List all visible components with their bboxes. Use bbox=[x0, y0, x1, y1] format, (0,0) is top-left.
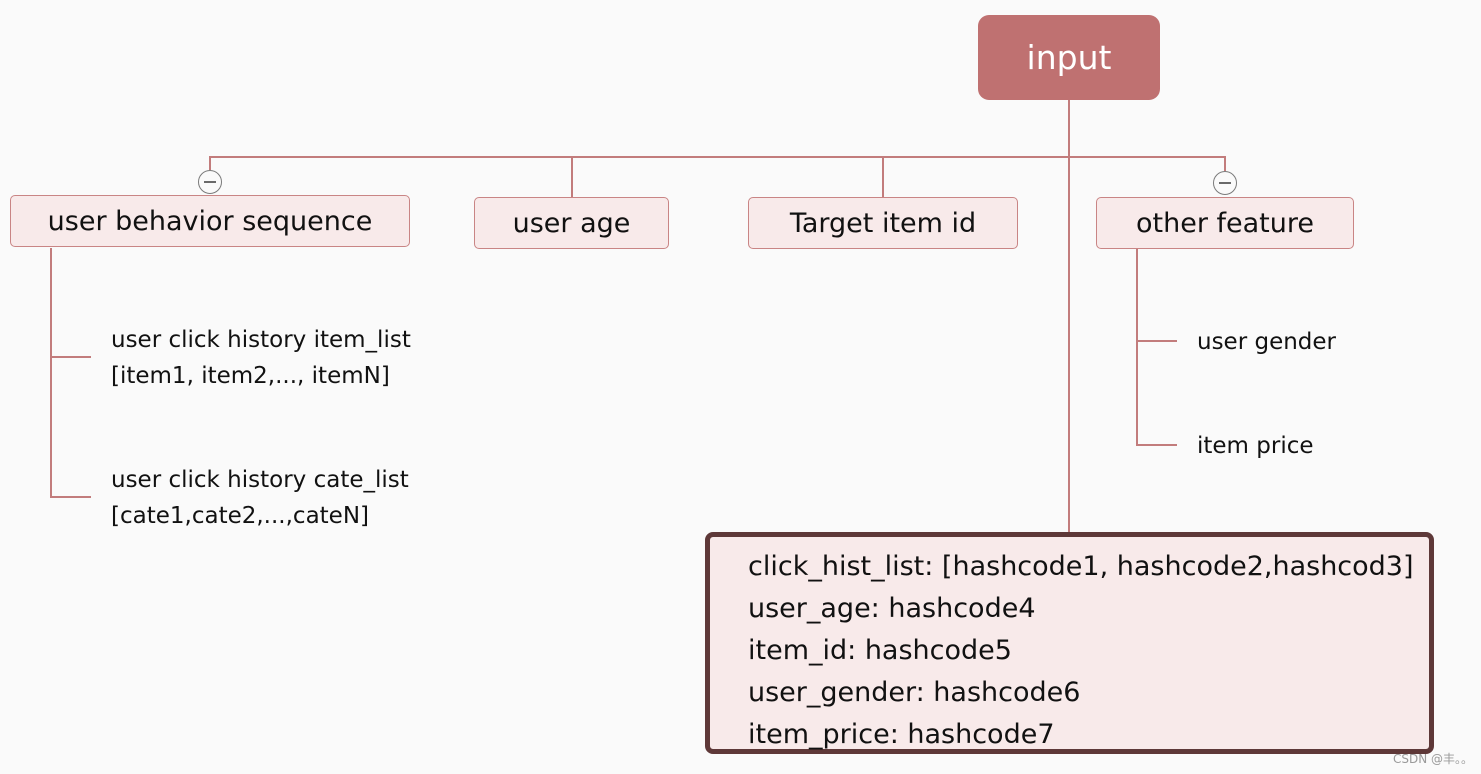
collapse-toggle-other-feature-icon[interactable] bbox=[1213, 171, 1237, 195]
connector-user-behavior bbox=[209, 156, 211, 170]
topic-label: Target item id bbox=[789, 207, 977, 239]
result-line: click_hist_list: [hashcode1, hashcode2,h… bbox=[748, 551, 1414, 582]
topic-target-item-id[interactable]: Target item id bbox=[748, 197, 1018, 249]
connector-result bbox=[1068, 157, 1070, 534]
root-node-input[interactable]: input bbox=[978, 15, 1160, 100]
topic-user-behavior-sequence[interactable]: user behavior sequence bbox=[10, 195, 410, 247]
credit-watermark: CSDN @丰。。 bbox=[1392, 752, 1473, 766]
topic-other-feature[interactable]: other feature bbox=[1096, 197, 1354, 249]
subtopic-user-gender[interactable]: user gender bbox=[1197, 324, 1336, 360]
result-line: item_id: hashcode5 bbox=[748, 635, 1012, 666]
subtopic-line: user click history cate_list bbox=[111, 467, 409, 493]
root-stem bbox=[1068, 100, 1070, 157]
topic-label: user age bbox=[512, 207, 631, 239]
subtopic-line: item price bbox=[1197, 433, 1314, 459]
result-line: user_gender: hashcode6 bbox=[748, 677, 1081, 708]
topic-label: other feature bbox=[1136, 207, 1314, 239]
user-behavior-branch-item bbox=[50, 356, 91, 358]
connector-target-item bbox=[882, 156, 884, 198]
topic-bus bbox=[209, 156, 1226, 158]
result-line: user_age: hashcode4 bbox=[748, 593, 1036, 624]
subtopic-line: user gender bbox=[1197, 329, 1337, 355]
hashed-result-box[interactable]: click_hist_list: [hashcode1, hashcode2,h… bbox=[705, 532, 1434, 754]
connector-user-age bbox=[571, 156, 573, 198]
subtopic-item-price[interactable]: item price bbox=[1197, 428, 1314, 464]
subtopic-item-list[interactable]: user click history item_list [item1, ite… bbox=[111, 322, 411, 394]
subtopic-line: [cate1,cate2,...,cateN] bbox=[111, 503, 370, 529]
user-behavior-branch-cate bbox=[50, 496, 91, 498]
other-feature-branch bbox=[1136, 249, 1138, 446]
root-label: input bbox=[1026, 38, 1112, 77]
collapse-toggle-user-behavior-icon[interactable] bbox=[198, 170, 222, 194]
topic-label: user behavior sequence bbox=[47, 205, 373, 237]
connector-other-feature bbox=[1224, 156, 1226, 171]
subtopic-cate-list[interactable]: user click history cate_list [cate1,cate… bbox=[111, 462, 409, 534]
subtopic-line: user click history item_list bbox=[111, 327, 411, 353]
topic-user-age[interactable]: user age bbox=[474, 197, 669, 249]
other-feature-branch-price bbox=[1136, 444, 1177, 446]
result-line: item_price: hashcode7 bbox=[748, 719, 1055, 750]
user-behavior-branch bbox=[50, 248, 52, 498]
subtopic-line: [item1, item2,..., itemN] bbox=[111, 363, 390, 389]
other-feature-branch-gender bbox=[1136, 340, 1177, 342]
